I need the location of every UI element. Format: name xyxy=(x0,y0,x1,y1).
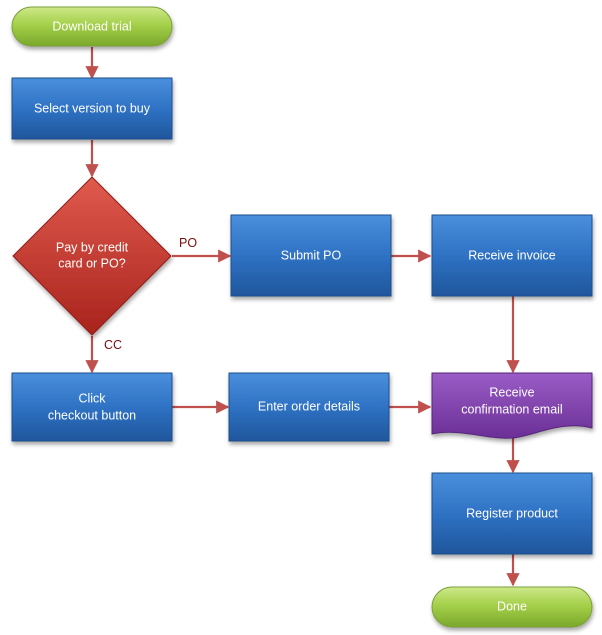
node-done-label: Done xyxy=(497,599,527,613)
node-register-product-label: Register product xyxy=(466,506,558,520)
edge-label-cc: CC xyxy=(104,338,122,352)
node-receive-email xyxy=(431,372,593,439)
node-click-checkout-label-line1: Click xyxy=(78,391,106,405)
node-pay-decision-label-line1: Pay by credit xyxy=(56,240,129,254)
edge-label-po: PO xyxy=(179,236,197,250)
node-done xyxy=(431,586,593,628)
node-pay-decision-label-line2: card or PO? xyxy=(58,256,125,270)
node-select-version xyxy=(11,77,173,140)
node-download-trial xyxy=(11,6,173,47)
node-receive-email-label-line2: confirmation email xyxy=(461,402,562,416)
node-pay-decision xyxy=(12,176,172,336)
node-download-trial-label: Download trial xyxy=(52,19,131,33)
node-click-checkout-label-line2: checkout button xyxy=(48,408,136,422)
node-submit-po xyxy=(230,214,392,297)
node-select-version-label: Select version to buy xyxy=(34,101,151,115)
node-register-product xyxy=(431,472,593,555)
node-enter-order-details-label: Enter order details xyxy=(258,399,360,413)
edges xyxy=(85,47,520,587)
node-receive-email-label-line1: Receive xyxy=(489,385,534,399)
node-receive-invoice-label: Receive invoice xyxy=(468,248,556,262)
node-submit-po-label: Submit PO xyxy=(281,248,342,262)
node-receive-invoice xyxy=(431,214,593,297)
node-enter-order-details xyxy=(228,372,390,442)
node-click-checkout xyxy=(11,372,173,442)
